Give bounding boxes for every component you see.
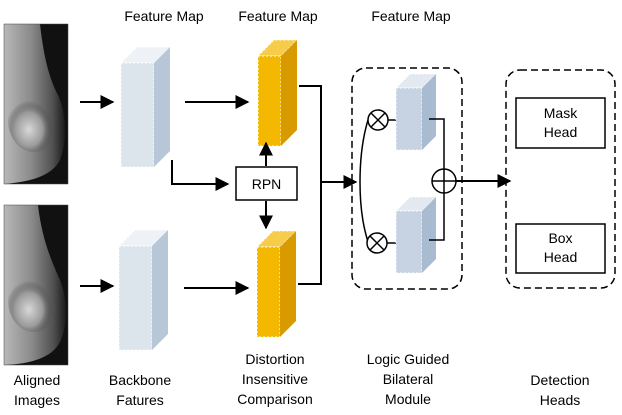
line-block-bottom-to-add	[429, 193, 445, 241]
label-comparison-line1: Distortion	[245, 351, 304, 367]
mask-head-block	[515, 97, 606, 149]
backbone-feature-block-top	[119, 46, 172, 168]
box-head-block	[515, 223, 606, 274]
multiply-operator-icon	[367, 109, 389, 131]
bilateral-feature-block-bottom	[394, 196, 438, 274]
label-backbone-line1: Backbone	[109, 372, 171, 388]
feature-map-block-top	[256, 39, 299, 147]
feature-map-header-1: Feature Map	[124, 8, 204, 24]
line-block-top-to-add	[429, 118, 445, 169]
label-detection-line1: Detection	[530, 372, 589, 388]
rpn-block	[235, 166, 298, 201]
label-detection-line2: Heads	[540, 392, 580, 408]
label-bilateral-line2: Bilateral	[383, 371, 434, 387]
feature-map-header-2: Feature Map	[238, 8, 318, 24]
bilateral-feature-block-top	[394, 73, 438, 151]
mammogram-image-top	[3, 23, 69, 185]
detection-heads-container	[505, 69, 616, 289]
rpn-label: RPN	[252, 176, 282, 192]
feature-map-header-3: Feature Map	[371, 8, 451, 24]
box-head-label-line1: Box	[548, 230, 572, 246]
label-aligned-images-line1: Aligned	[14, 372, 61, 388]
label-comparison-line2: Insensitive	[242, 371, 308, 387]
label-aligned-images-line2: Images	[14, 392, 60, 408]
add-operator-icon	[431, 168, 457, 194]
mask-head-label-line2: Head	[544, 124, 577, 140]
bilateral-module-container	[351, 67, 463, 290]
mask-head-label-line1: Mask	[544, 105, 578, 121]
multiply-operator-icon	[366, 232, 388, 254]
arrow-backbone-to-rpn	[171, 160, 230, 191]
label-bilateral-line3: Module	[385, 391, 431, 407]
label-comparison-line3: Comparison	[237, 391, 312, 407]
label-backbone-line2: Fatures	[116, 392, 163, 408]
connector-feature-bottom-to-module	[298, 182, 322, 285]
box-head-label-line2: Head	[544, 249, 577, 265]
mammogram-image-bottom	[3, 204, 69, 366]
module-branch-line	[359, 119, 369, 243]
feature-map-block-bottom	[255, 230, 298, 338]
backbone-feature-block-bottom	[117, 229, 170, 351]
label-bilateral-line1: Logic Guided	[367, 351, 450, 367]
connector-feature-top-to-module	[299, 85, 322, 182]
